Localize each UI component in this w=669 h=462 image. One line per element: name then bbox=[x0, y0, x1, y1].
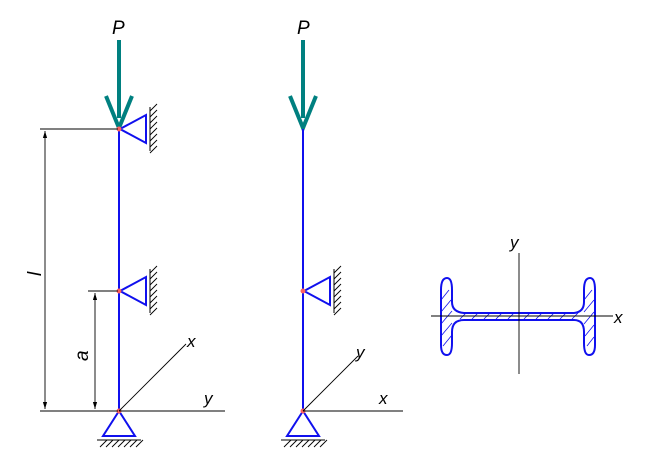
axis-x-label-left: x bbox=[186, 332, 196, 351]
section-axis-y-label: y bbox=[509, 233, 520, 252]
middle-lateral-support-middle bbox=[300, 265, 342, 316]
load-label-left: P bbox=[112, 18, 125, 39]
left-column-scheme: P bbox=[25, 18, 225, 448]
load-arrow-left bbox=[104, 40, 134, 134]
middle-column-scheme: P bbox=[281, 18, 403, 448]
axis-y-label-middle: y bbox=[355, 343, 366, 362]
dimension-a bbox=[88, 290, 118, 409]
base-pin-support-middle bbox=[281, 408, 328, 448]
load-arrow-middle bbox=[288, 40, 318, 134]
i-beam-cross-section: y x bbox=[431, 233, 623, 374]
axes-middle bbox=[302, 355, 403, 412]
length-label: l bbox=[25, 271, 46, 276]
section-axis-x-label: x bbox=[613, 308, 623, 327]
top-lateral-support-left bbox=[116, 103, 158, 154]
base-pin-support-left bbox=[97, 408, 144, 448]
middle-lateral-support-left bbox=[116, 265, 158, 316]
dimension-l bbox=[40, 128, 118, 412]
support-height-label: a bbox=[72, 350, 93, 361]
axes-left bbox=[118, 343, 225, 412]
axis-x-label-middle: x bbox=[378, 389, 388, 408]
load-label-middle: P bbox=[297, 18, 310, 39]
axis-y-label-left: y bbox=[203, 389, 214, 408]
